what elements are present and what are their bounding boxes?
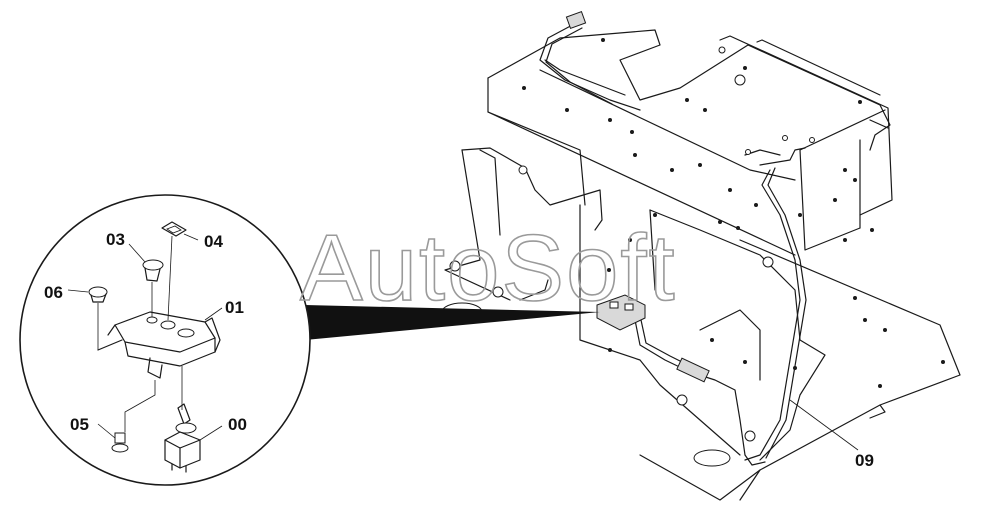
- callout-05: 05: [70, 415, 89, 434]
- bracket-plate-icon: [97, 311, 221, 410]
- clip-icon: [161, 221, 187, 321]
- plug-icon: [88, 286, 108, 350]
- frame-assembly: [441, 29, 961, 501]
- callout-03: 03: [106, 230, 125, 249]
- detail-circle: [19, 194, 311, 486]
- callout-leader: [305, 305, 600, 340]
- callout-04: 04: [204, 232, 223, 251]
- watermark: AutoSoft: [300, 215, 677, 320]
- callout-00: 00: [228, 415, 247, 434]
- leader-09: [789, 399, 859, 451]
- callout-06: 06: [44, 283, 63, 302]
- mounted-switch-icon: [596, 294, 646, 331]
- callout-01: 01: [225, 298, 244, 317]
- wire-harness-icon: [539, 10, 815, 466]
- toggle-switch-icon: [164, 403, 201, 473]
- grommet-icon: [142, 259, 164, 318]
- callout-09: 09: [855, 451, 874, 470]
